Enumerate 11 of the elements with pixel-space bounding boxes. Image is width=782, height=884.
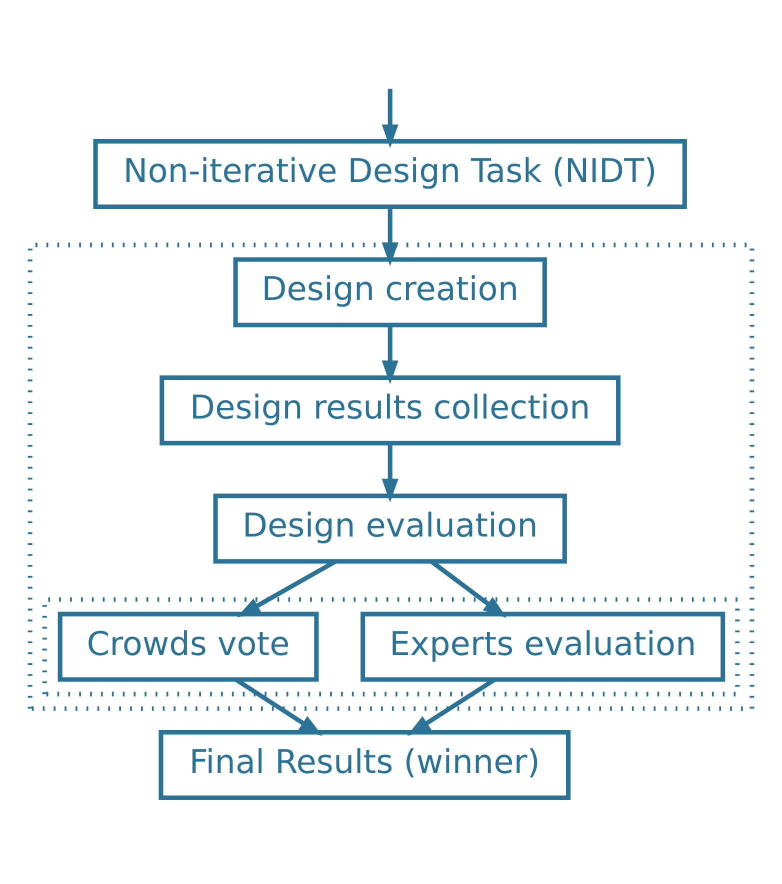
node-box: Design results collection (160, 374, 621, 445)
node-box: Experts evaluation (360, 611, 726, 682)
node-box: Final Results (winner) (158, 730, 571, 800)
node-box: Design evaluation (213, 493, 567, 564)
arrow (382, 443, 398, 502)
arrow (382, 206, 398, 266)
arrow (382, 324, 398, 384)
node-box: Crowds vote (58, 611, 319, 682)
node-box: Design creation (233, 256, 547, 327)
node-box: Non-iterative Design Task (NIDT) (93, 138, 687, 209)
arrow (382, 88, 398, 148)
